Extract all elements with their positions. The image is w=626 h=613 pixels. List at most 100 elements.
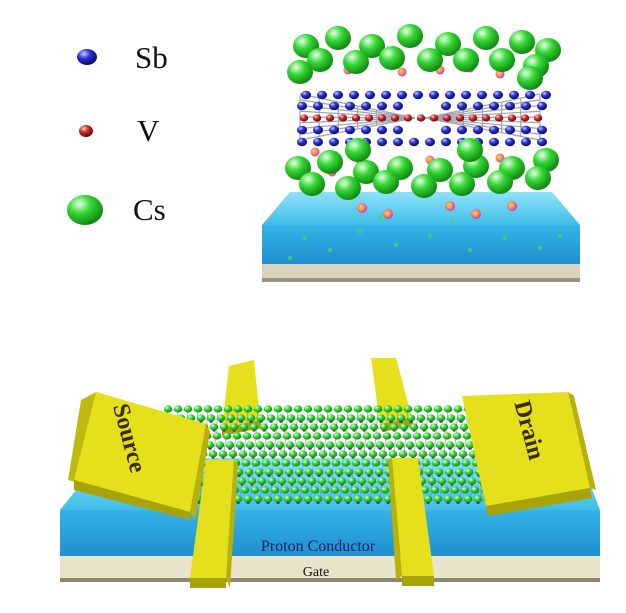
cs-atom-icon	[310, 486, 320, 494]
legend-item-v: V	[79, 113, 160, 148]
sb-atom-icon	[361, 101, 371, 111]
cs-atom-icon	[242, 432, 252, 440]
cs-atom-icon	[353, 495, 363, 503]
cs-atom-icon	[222, 432, 232, 440]
cs-atom-icon	[345, 138, 371, 162]
cs-atom-icon	[291, 459, 301, 467]
sb-atom-icon	[461, 90, 471, 100]
cs-atom-icon	[235, 441, 245, 449]
cs-atom-icon	[241, 459, 251, 467]
cs-atom-icon	[448, 450, 458, 458]
cs-atom-icon	[430, 486, 440, 494]
cs-atom-icon	[218, 450, 228, 458]
cs-atom-icon	[442, 432, 452, 440]
cs-atom-icon	[289, 423, 299, 431]
sb-atom-icon	[505, 137, 515, 147]
cs-atom-icon	[270, 486, 280, 494]
cs-atom-icon	[213, 405, 223, 413]
cs-atom-icon	[206, 414, 216, 422]
sb-atom-icon	[377, 137, 387, 147]
cs-atom-icon	[353, 405, 363, 413]
cs-atom-icon	[388, 450, 398, 458]
cs-atom-icon	[330, 486, 340, 494]
sb-atom-icon	[393, 137, 403, 147]
cs-atom-icon	[271, 459, 281, 467]
cs-atom-icon	[287, 60, 313, 84]
cs-atom-icon	[265, 441, 275, 449]
cs-atom-icon	[322, 432, 332, 440]
cs-atom-icon	[462, 432, 472, 440]
sb-atom-icon	[329, 125, 339, 135]
cs-atom-icon	[395, 441, 405, 449]
v-atom-icon	[377, 114, 387, 122]
csv3sb5-crystal	[285, 24, 561, 200]
cs-atom-icon	[487, 170, 513, 194]
cs-atom-icon	[285, 156, 311, 180]
sb-atom-icon	[361, 125, 371, 135]
cs-atom-icon	[243, 495, 253, 503]
sb-atom-icon	[297, 137, 307, 147]
legend-label-v: V	[137, 113, 160, 148]
cs-atom-icon	[208, 450, 218, 458]
cs-atom-icon	[287, 255, 293, 261]
cs-atom-icon	[373, 170, 399, 194]
cs-atom-icon	[252, 432, 262, 440]
cs-atom-icon	[277, 477, 287, 485]
cs-atom-icon	[311, 459, 321, 467]
cs-atom-icon	[418, 450, 428, 458]
cs-atom-icon	[363, 405, 373, 413]
cs-atom-icon	[449, 423, 459, 431]
cs-atom-icon	[427, 158, 453, 182]
cs-atom-icon	[328, 450, 338, 458]
cs-atom-icon	[433, 405, 443, 413]
sb-atom-icon	[441, 137, 451, 147]
sb-atom-icon	[301, 90, 311, 100]
cs-atom-icon	[326, 414, 336, 422]
top-substrate-top	[262, 192, 580, 225]
sb-atom-icon	[445, 90, 455, 100]
cs-atom-icon	[397, 24, 423, 48]
cs-atom-icon	[443, 495, 453, 503]
cs-atom-icon	[459, 423, 469, 431]
sb-atom-icon	[541, 90, 551, 100]
cs-atom-icon	[262, 432, 272, 440]
cs-atom-icon	[335, 176, 361, 200]
cs-atom-icon	[315, 441, 325, 449]
cs-atom-icon	[303, 405, 313, 413]
cs-atom-icon	[253, 495, 263, 503]
v-atom-icon	[442, 114, 452, 122]
cs-atom-icon	[353, 160, 379, 184]
cs-atom-icon	[357, 229, 363, 235]
cs-atom-icon	[251, 459, 261, 467]
cs-atom-icon	[263, 495, 273, 503]
cs-atom-icon	[439, 423, 449, 431]
cs-atom-icon	[464, 468, 474, 476]
sb-atom-icon	[509, 90, 519, 100]
v-atom-icon	[325, 114, 335, 122]
sb-atom-icon	[525, 90, 535, 100]
cs-atom-icon	[438, 450, 448, 458]
cs-atom-icon	[398, 450, 408, 458]
cs-atom-icon	[260, 486, 270, 494]
cs-atom-icon	[347, 477, 357, 485]
cs-atom-icon	[402, 432, 412, 440]
cs-atom-icon	[248, 450, 258, 458]
cs-atom-icon	[273, 405, 283, 413]
cs-atom-icon	[373, 405, 383, 413]
cs-atom-icon	[420, 486, 430, 494]
crystal-on-substrate	[262, 24, 580, 282]
cs-atom-icon	[429, 423, 439, 431]
cs-atom-icon	[409, 423, 419, 431]
cs-atom-icon	[378, 450, 388, 458]
cs-atom-icon	[411, 174, 437, 198]
cs-atom-icon	[236, 414, 246, 422]
cs-atom-icon	[239, 423, 249, 431]
cs-atom-icon	[393, 405, 403, 413]
cs-atom-icon	[374, 468, 384, 476]
transistor-device: Source Drain Proton Conductor Gate	[60, 358, 600, 588]
cs-atom-icon	[233, 405, 243, 413]
cs-atom-icon	[393, 242, 399, 248]
cs-atom-icon	[275, 441, 285, 449]
cs-atom-icon	[473, 495, 483, 503]
cs-atom-icon	[327, 247, 333, 253]
